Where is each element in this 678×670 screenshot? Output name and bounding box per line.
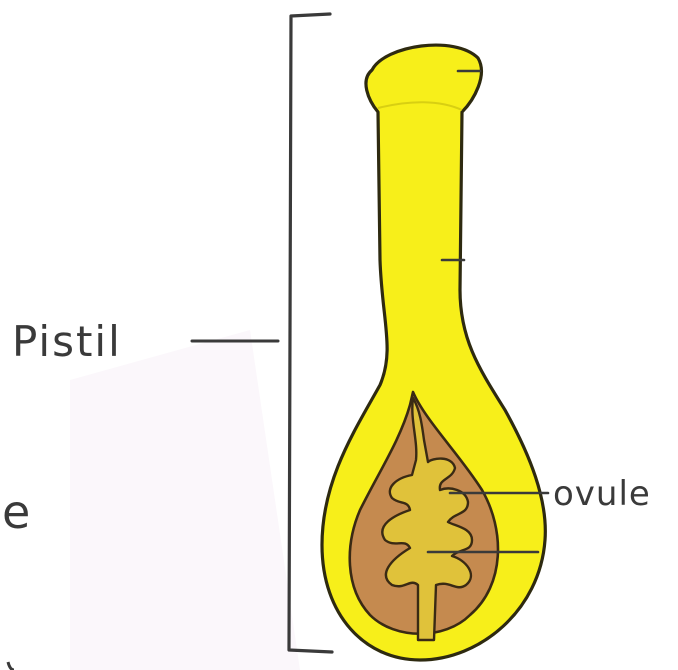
cropped-glyph-fragment — [8, 662, 14, 670]
ovule-label: ovule — [553, 474, 651, 514]
pistil-label: Pistil — [12, 317, 122, 366]
partial-left-label: e — [2, 485, 30, 539]
background-shading — [70, 330, 300, 670]
